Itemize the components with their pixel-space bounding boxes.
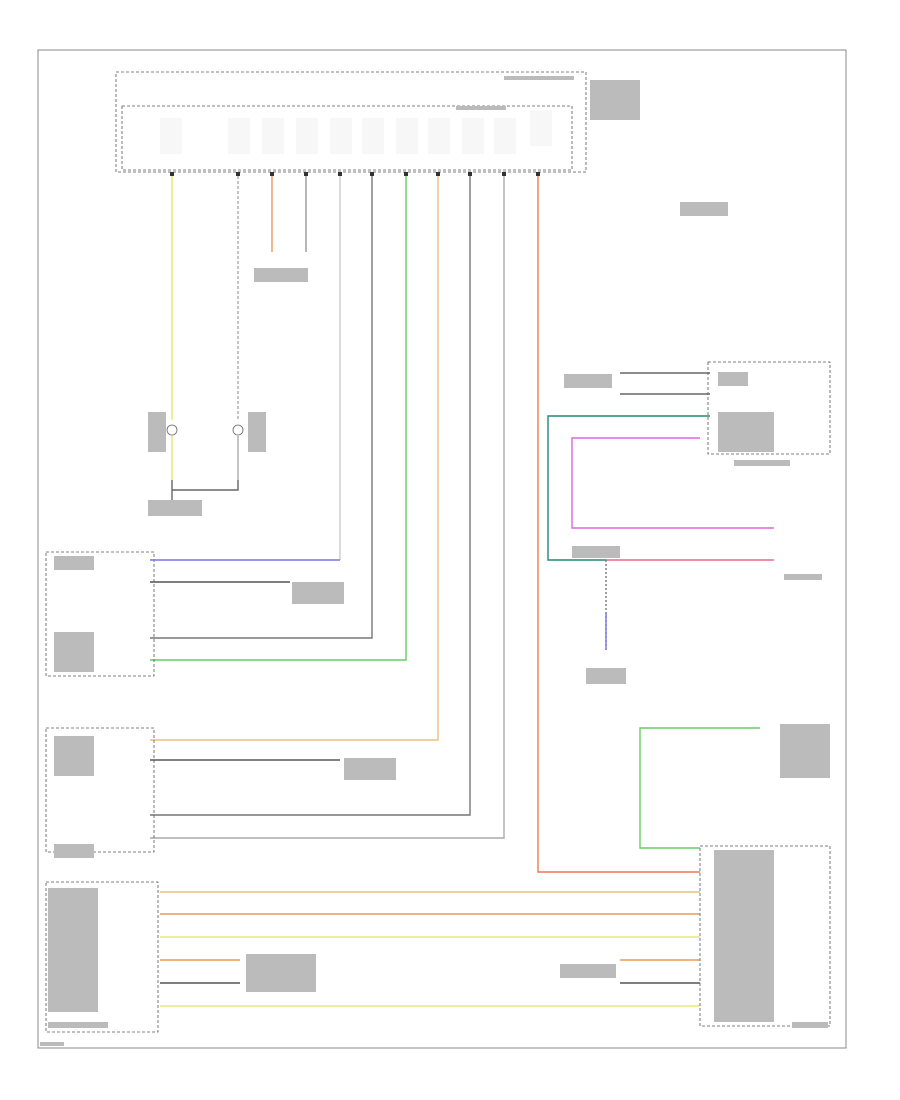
bottom-right-connector [699,845,831,1027]
decorative-marks [40,76,830,1046]
left-lamp [166,424,178,480]
wire-red-main [537,176,700,873]
right-lamp [232,424,244,480]
wire-teal [547,415,710,561]
module-top-outer [115,71,587,173]
left-connector-1 [45,551,155,677]
right-upper-connector [707,361,831,455]
wire-black-right [150,176,471,816]
lamp-ground-join [171,480,239,502]
module-top-inner [121,105,573,171]
diagram-frame [37,49,847,1049]
bottom-left-connector [45,881,159,1033]
wire-lightorange-mid [150,176,439,741]
wire-magenta [571,437,774,529]
module-top-pins [170,172,540,176]
wire-gray-right [150,176,505,839]
wire-green-right [639,727,760,849]
module-top-pin-labels [160,110,552,154]
left-connector-2 [45,727,155,853]
wire-green-mid [150,176,407,661]
wire-black-mid [150,176,373,639]
